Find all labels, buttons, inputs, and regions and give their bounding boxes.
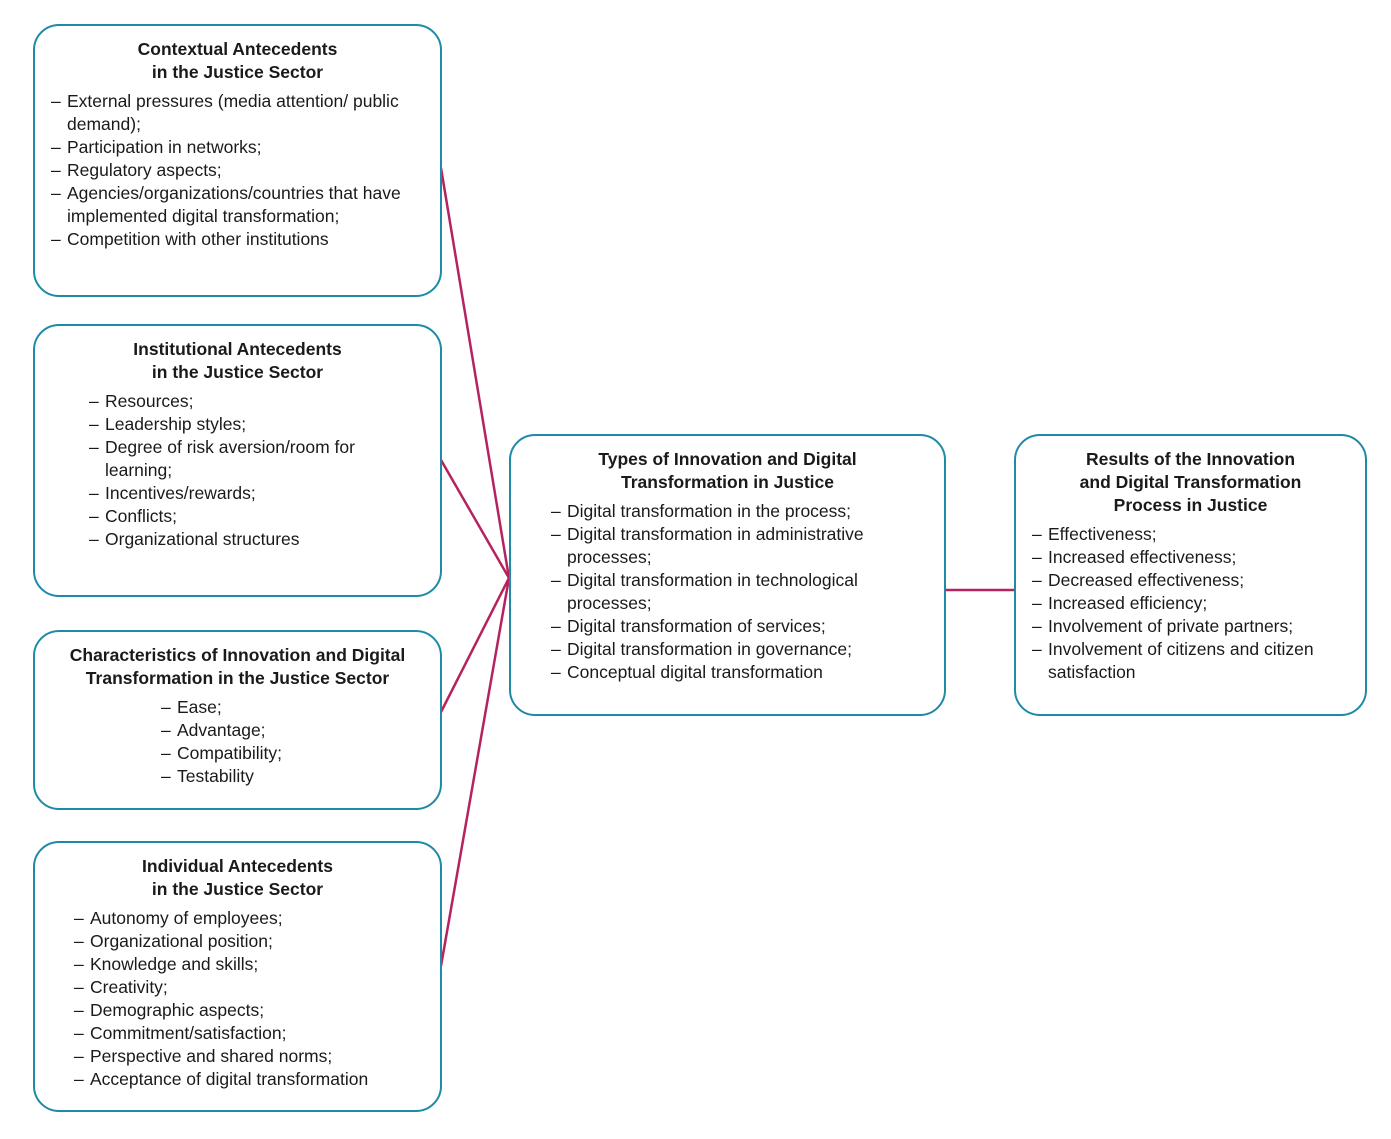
list-item: Digital transformation in technological … [551,569,930,615]
title-line: Contextual Antecedents [137,39,338,59]
list-item: Advantage; [161,719,426,742]
connector-institutional-to-types [439,459,511,579]
list-item: Leadership styles; [89,413,426,436]
list-item: Degree of risk aversion/room for learnin… [89,436,426,482]
title-line: in the Justice Sector [151,362,324,382]
list-item: Organizational position; [74,930,426,953]
list-item: Increased effectiveness; [1032,546,1351,569]
list-item: Perspective and shared norms; [74,1045,426,1068]
title-line: Transformation in the Justice Sector [85,668,390,688]
list-item: Increased efficiency; [1032,592,1351,615]
institutional-antecedents-list: Resources; Leadership styles; Degree of … [89,390,426,551]
list-item: Acceptance of digital transformation [74,1068,426,1091]
list-item: Ease; [161,696,426,719]
title-line: and Digital Transformation [1079,472,1302,492]
list-item: Organizational structures [89,528,426,551]
list-item: Compatibility; [161,742,426,765]
innovation-characteristics-box: Characteristics of Innovation and Digita… [33,630,442,810]
individual-antecedents-list: Autonomy of employees; Organizational po… [74,907,426,1091]
list-item: Commitment/satisfaction; [74,1022,426,1045]
results-box: Results of the Innovation and Digital Tr… [1014,434,1367,716]
list-item: Testability [161,765,426,788]
list-item: Conceptual digital transformation [551,661,930,684]
title-line: Process in Justice [1113,495,1268,515]
title-line: Transformation in Justice [621,472,834,492]
title-line: Types of Innovation and Digital [598,449,857,469]
list-item: Regulatory aspects; [51,159,426,182]
list-item: Conflicts; [89,505,426,528]
title-line: Individual Antecedents [142,856,333,876]
list-item: Decreased effectiveness; [1032,569,1351,592]
list-item: Incentives/rewards; [89,482,426,505]
list-item: Digital transformation of services; [551,615,930,638]
contextual-antecedents-box: Contextual Antecedents in the Justice Se… [33,24,442,297]
types-of-innovation-box: Types of Innovation and Digital Transfor… [509,434,946,716]
contextual-antecedents-title: Contextual Antecedents in the Justice Se… [49,38,426,84]
list-item: Autonomy of employees; [74,907,426,930]
list-item: Participation in networks; [51,136,426,159]
list-item: External pressures (media attention/ pub… [51,90,426,136]
title-line: Institutional Antecedents [133,339,342,359]
connector-individual-to-types [439,577,511,967]
connector-characteristics-to-types [439,577,511,713]
innovation-characteristics-title: Characteristics of Innovation and Digita… [49,644,426,690]
institutional-antecedents-box: Institutional Antecedents in the Justice… [33,324,442,597]
results-list: Effectiveness; Increased effectiveness; … [1032,523,1351,684]
institutional-antecedents-title: Institutional Antecedents in the Justice… [49,338,426,384]
connector-contextual-to-types [439,167,511,579]
list-item: Digital transformation in governance; [551,638,930,661]
individual-antecedents-title: Individual Antecedents in the Justice Se… [49,855,426,901]
list-item: Effectiveness; [1032,523,1351,546]
list-item: Involvement of private partners; [1032,615,1351,638]
title-line: Results of the Innovation [1085,449,1296,469]
individual-antecedents-box: Individual Antecedents in the Justice Se… [33,841,442,1112]
list-item: Competition with other institutions [51,228,426,251]
list-item: Demographic aspects; [74,999,426,1022]
title-line: in the Justice Sector [151,879,324,899]
results-title: Results of the Innovation and Digital Tr… [1030,448,1351,517]
list-item: Agencies/organizations/countries that ha… [51,182,426,228]
types-of-innovation-list: Digital transformation in the process; D… [551,500,930,684]
list-item: Creativity; [74,976,426,999]
contextual-antecedents-list: External pressures (media attention/ pub… [51,90,426,251]
title-line: Characteristics of Innovation and Digita… [69,645,406,665]
list-item: Digital transformation in administrative… [551,523,930,569]
innovation-characteristics-list: Ease; Advantage; Compatibility; Testabil… [161,696,426,788]
list-item: Involvement of citizens and citizen sati… [1032,638,1351,684]
title-line: in the Justice Sector [151,62,324,82]
list-item: Knowledge and skills; [74,953,426,976]
list-item: Resources; [89,390,426,413]
types-of-innovation-title: Types of Innovation and Digital Transfor… [525,448,930,494]
list-item: Digital transformation in the process; [551,500,930,523]
